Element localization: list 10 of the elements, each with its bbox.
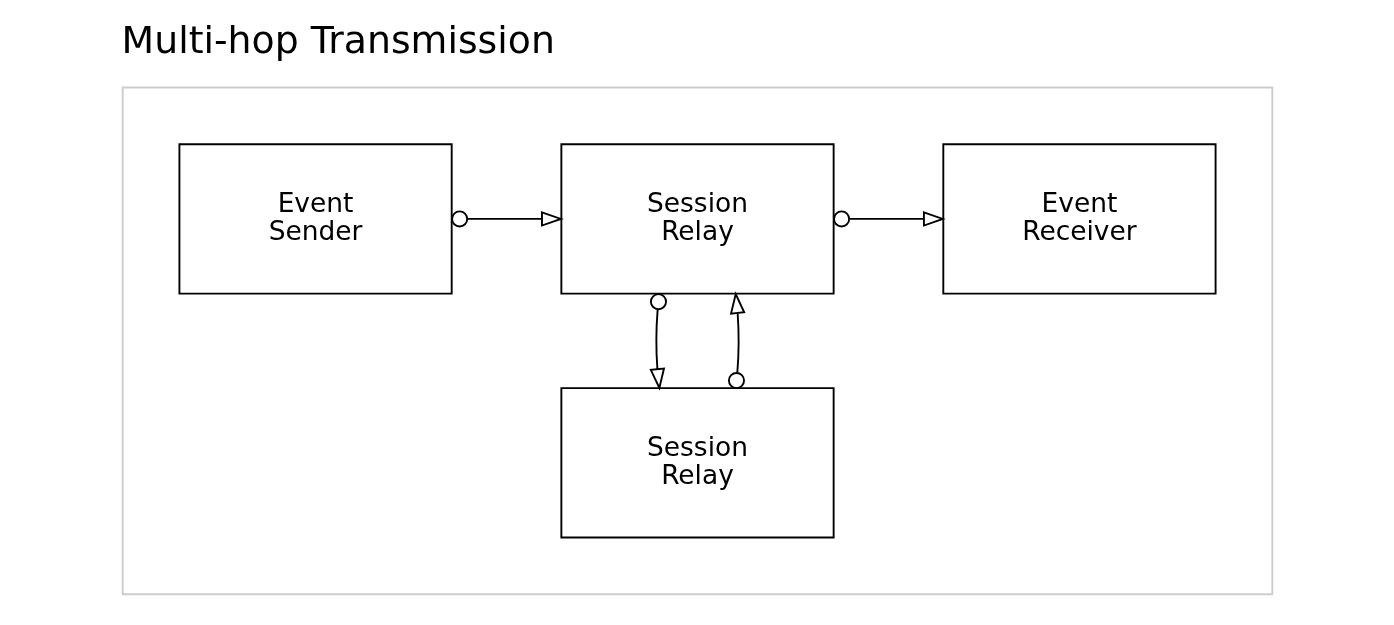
diagram-title: Multi-hop Transmission: [121, 18, 555, 63]
arrow: [450, 210, 564, 228]
arrow: [832, 210, 946, 228]
node-box: Session Relay: [559, 143, 835, 295]
arrow: [727, 291, 746, 390]
cluster: [121, 86, 1273, 596]
node-box: Event Receiver: [941, 143, 1217, 295]
node-box: Session Relay: [559, 387, 835, 539]
arrow: [648, 293, 667, 391]
node-box: Event Sender: [177, 143, 453, 295]
